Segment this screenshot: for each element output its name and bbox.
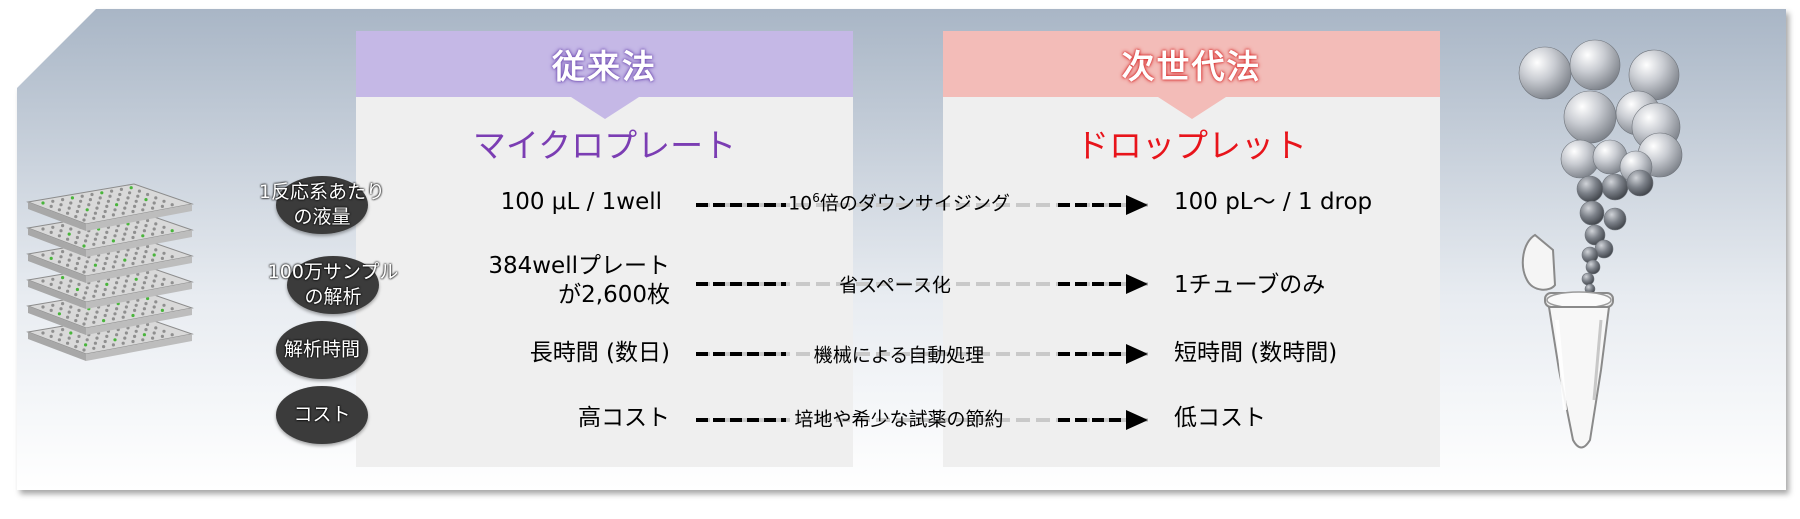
conventional-method-column: 従来法 マイクロプレート xyxy=(356,31,853,467)
dashed-arrow xyxy=(696,344,1148,364)
arrow-text-main: 機械による自動処理 xyxy=(813,344,985,367)
arrow-text-exponent: 6 xyxy=(812,191,820,206)
left-value-cost: 高コスト xyxy=(578,405,670,431)
right-value-cost: 低コスト xyxy=(1174,405,1266,431)
droplet-tube-icon xyxy=(1518,39,1683,449)
row-label-time: 解析時間 xyxy=(276,321,368,379)
row-label-volume: 1反応系あたり の液量 xyxy=(259,176,385,234)
arrow-text-volume: 106倍のダウンサイジング xyxy=(788,189,1010,216)
droplet-subtitle: ドロップレット xyxy=(1076,126,1307,165)
microplate xyxy=(26,261,194,309)
arrow-text-main: 培地や希少な試薬の節約 xyxy=(794,408,1004,431)
left-value-analysis: 384wellプレート が2,600枚 xyxy=(488,253,670,308)
arrow-text-base: 10 xyxy=(788,192,813,215)
row-label-cost: コスト xyxy=(276,386,368,444)
row-label-text: 100万サンプル の解析 xyxy=(267,261,399,308)
dashed-arrow xyxy=(696,274,1148,294)
dashed-arrow xyxy=(696,410,1148,430)
droplet xyxy=(1585,259,1601,275)
droplet xyxy=(1569,39,1621,91)
left-value-volume: 100 μL / 1well xyxy=(500,189,662,215)
header-pointer xyxy=(570,97,639,119)
droplet xyxy=(1626,169,1654,197)
dashed-arrow xyxy=(696,195,1148,215)
next-gen-method-column: 次世代法 ドロップレット xyxy=(943,31,1440,467)
droplet xyxy=(1584,224,1606,246)
conventional-method-header: 従来法 xyxy=(356,31,853,97)
row-label-text: コスト xyxy=(293,403,351,426)
left-value-time: 長時間 (数日) xyxy=(529,340,670,366)
right-value-analysis: 1チューブのみ xyxy=(1174,272,1326,298)
row-label-text: 解析時間 xyxy=(283,338,360,361)
arrow-text-time: 機械による自動処理 xyxy=(814,341,984,368)
droplet xyxy=(1603,207,1627,231)
microplate xyxy=(26,313,194,361)
stacked-microplates-icon xyxy=(26,183,194,361)
next-gen-method-header: 次世代法 xyxy=(943,31,1440,97)
right-value-time: 短時間 (数時間) xyxy=(1174,340,1338,366)
droplet xyxy=(1579,200,1605,226)
microplate xyxy=(26,235,194,283)
arrow-text-main: 省スペース化 xyxy=(839,274,951,297)
right-value-volume: 100 pL～ / 1 drop xyxy=(1174,189,1373,215)
header-pointer xyxy=(1157,97,1226,119)
arrow-text-analysis: 省スペース化 xyxy=(839,271,951,298)
microplate xyxy=(26,183,194,231)
row-label-text: 1反応系あたり の液量 xyxy=(258,181,386,228)
arrow-text-main: 倍のダウンサイジング xyxy=(819,192,1010,215)
microplate-subtitle: マイクロプレート xyxy=(472,126,737,165)
arrow-text-cost: 培地や希少な試薬の節約 xyxy=(794,405,1003,432)
row-label-analysis: 100万サンプル の解析 xyxy=(268,256,398,314)
